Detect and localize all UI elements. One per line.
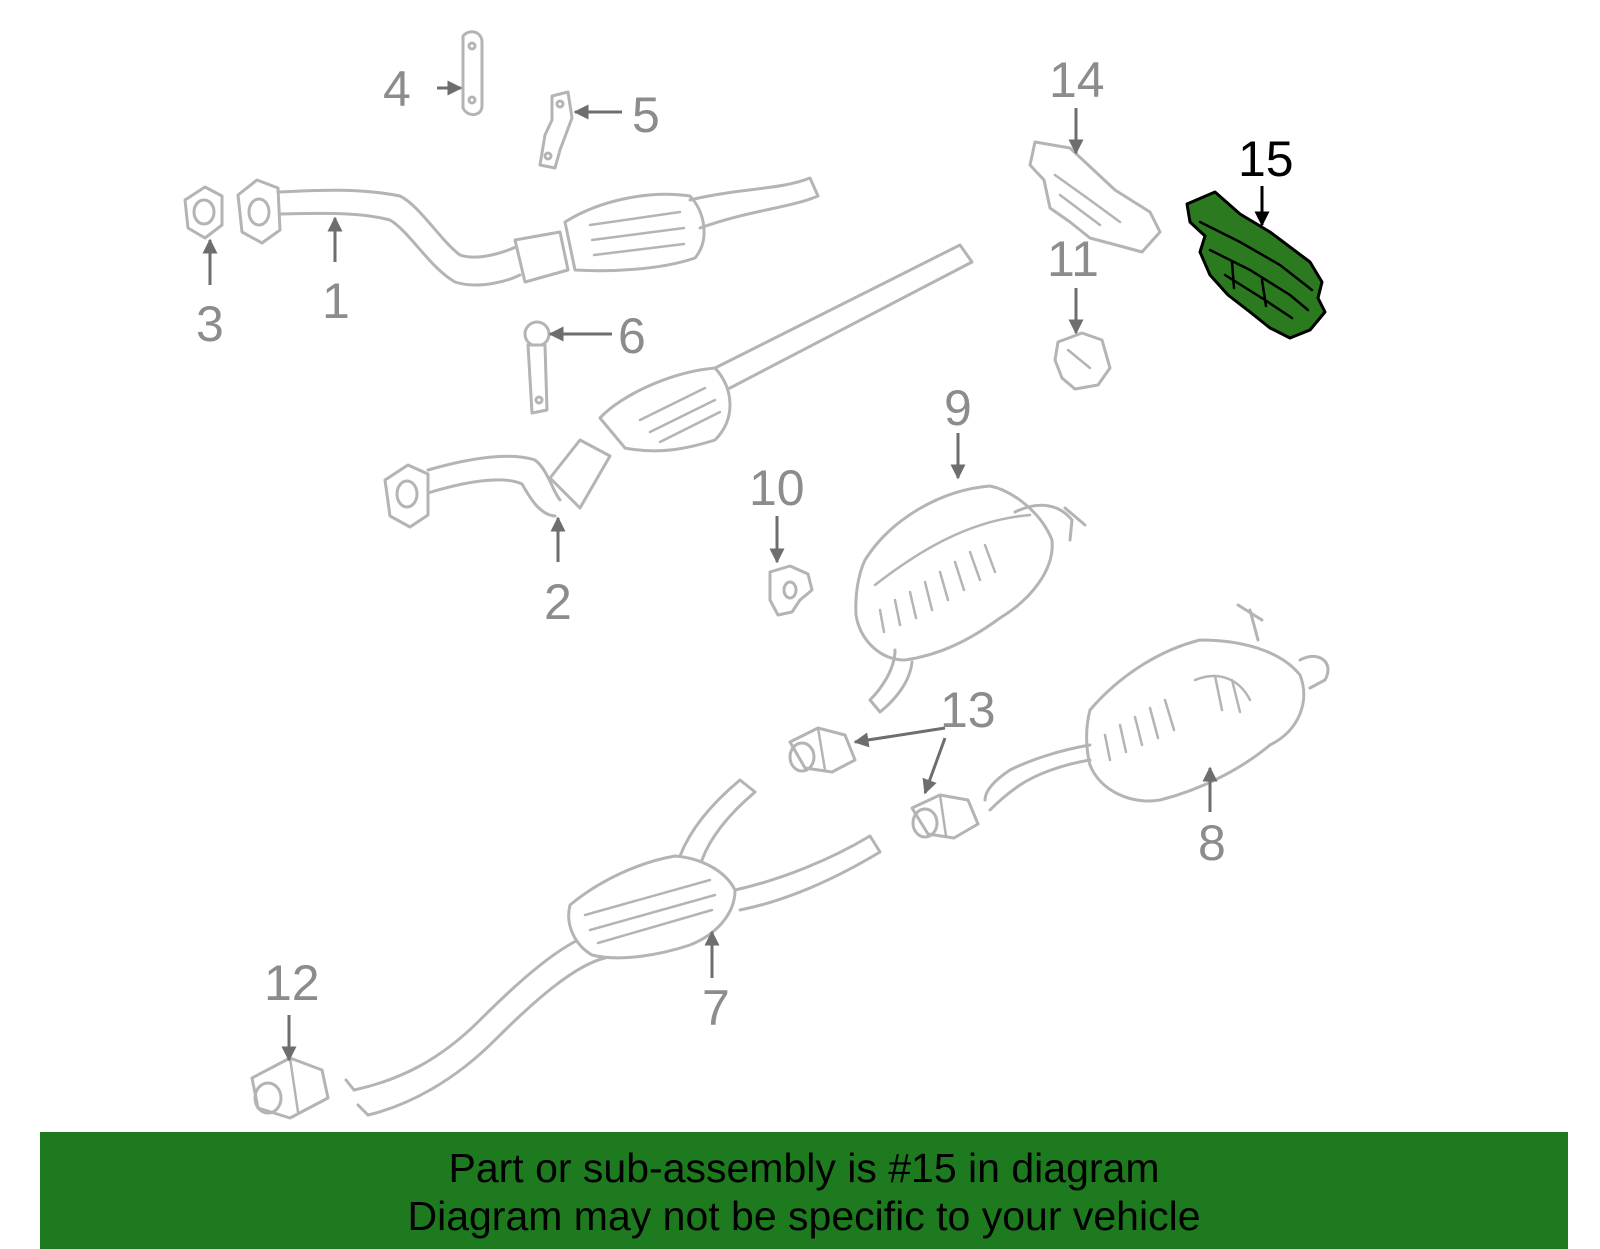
callout-9: 9 xyxy=(944,380,972,436)
info-banner: Part or sub-assembly is #15 in diagram D… xyxy=(40,1132,1568,1249)
callout-5: 5 xyxy=(632,87,660,143)
callout-15: 15 xyxy=(1238,131,1294,187)
part-10-clamp xyxy=(768,564,814,617)
part-6-bracket xyxy=(523,320,551,415)
part-4-bracket xyxy=(461,30,484,116)
callout-14: 14 xyxy=(1049,52,1105,108)
callout-13: 13 xyxy=(940,682,996,738)
part-13-clamp-a xyxy=(788,726,857,774)
callout-10: 10 xyxy=(749,460,805,516)
part-3-gasket xyxy=(183,185,224,240)
callout-2: 2 xyxy=(544,574,572,630)
banner-line-2: Diagram may not be specific to your vehi… xyxy=(407,1193,1201,1239)
part-8-muffler xyxy=(983,603,1330,812)
callout-3: 3 xyxy=(196,296,224,352)
callout-12: 12 xyxy=(264,955,320,1011)
part-13-clamp-b xyxy=(910,793,980,840)
callout-11: 11 xyxy=(1047,231,1099,287)
callout-4: 4 xyxy=(383,61,411,117)
part-7-center-pipe xyxy=(344,778,882,1117)
callout-7: 7 xyxy=(702,980,730,1036)
banner-line-1: Part or sub-assembly is #15 in diagram xyxy=(448,1145,1160,1191)
part-11-hanger xyxy=(1053,331,1112,391)
callout-labels: 1 2 3 4 5 6 7 8 9 10 11 12 13 14 15 xyxy=(196,52,1294,1036)
part-2-front-pipe xyxy=(383,243,974,529)
part-1-front-pipe xyxy=(236,176,820,287)
part-9-muffler xyxy=(854,484,1087,714)
callout-arrows xyxy=(202,80,1270,1062)
callout-6: 6 xyxy=(618,308,646,364)
part-14-heat-shield xyxy=(1028,140,1162,254)
part-5-bracket xyxy=(538,90,574,170)
part-12-clamp xyxy=(250,1056,330,1120)
callout-1: 1 xyxy=(322,273,350,329)
part-15-heat-shield xyxy=(1185,190,1327,340)
callout-8: 8 xyxy=(1198,815,1226,871)
